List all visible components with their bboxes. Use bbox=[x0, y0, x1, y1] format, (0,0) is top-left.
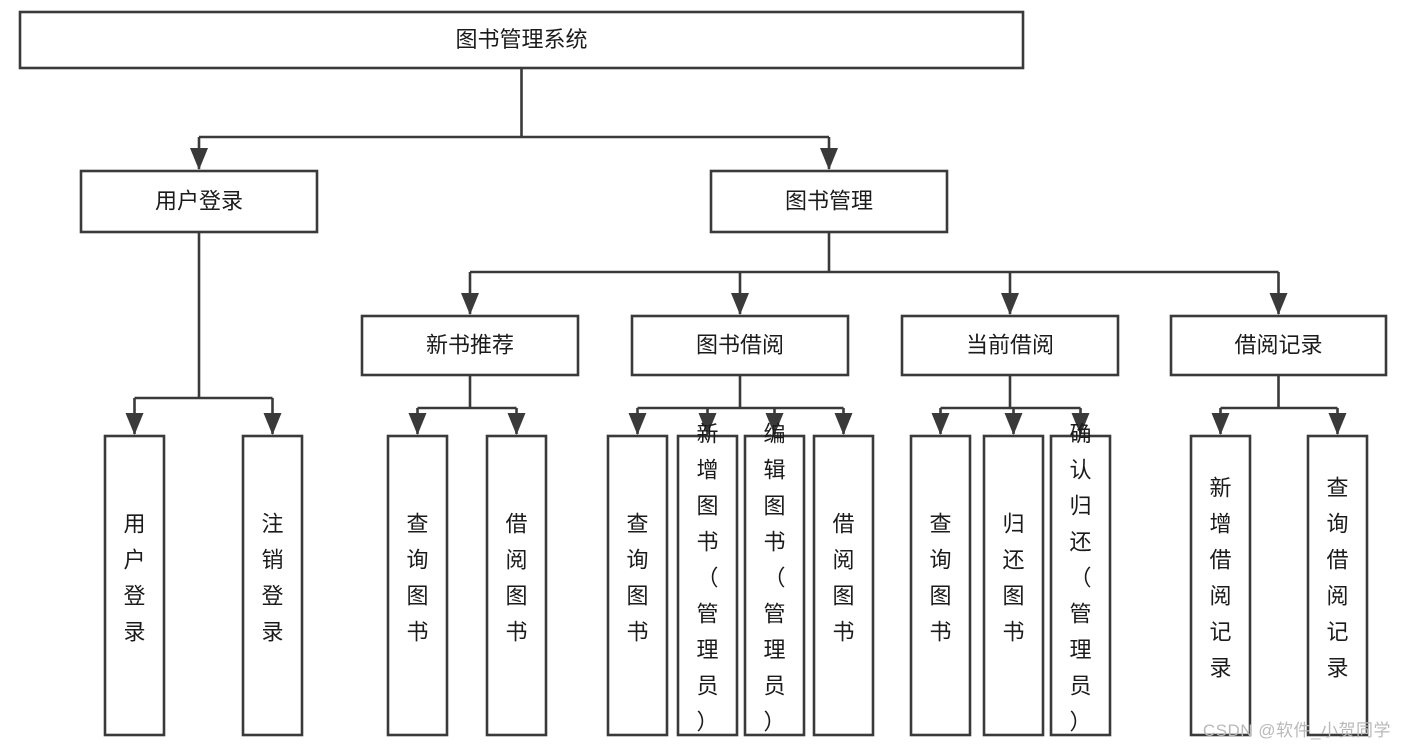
node-leaf-4[interactable]: 查询图书 bbox=[606, 434, 669, 737]
arrow-head-icon bbox=[1328, 413, 1347, 435]
node-label: 新书推荐 bbox=[426, 332, 514, 357]
node-box[interactable] bbox=[606, 434, 669, 737]
node-label: 用户登录 bbox=[123, 512, 145, 645]
node-leaf-0[interactable]: 用户登录 bbox=[103, 434, 166, 737]
node-leaf-2[interactable]: 查询图书 bbox=[386, 434, 449, 737]
node-box[interactable] bbox=[386, 434, 449, 737]
node-leaf-11[interactable]: 新增借阅记录 bbox=[1189, 434, 1252, 737]
node-l3-2[interactable]: 当前借阅 bbox=[900, 314, 1120, 377]
node-box[interactable] bbox=[18, 10, 1025, 70]
node-label: 借阅图书 bbox=[505, 512, 527, 645]
arrow-head-icon bbox=[1269, 293, 1288, 315]
node-box[interactable] bbox=[103, 434, 166, 737]
node-label: 注销登录 bbox=[261, 512, 283, 645]
node-box[interactable] bbox=[485, 434, 548, 737]
node-label: 图书管理 bbox=[785, 188, 873, 213]
node-l3-0[interactable]: 新书推荐 bbox=[360, 314, 580, 377]
arrow-head-icon bbox=[263, 413, 282, 435]
arrow-head-icon bbox=[765, 413, 784, 435]
node-label: 借阅记录 bbox=[1234, 332, 1322, 357]
node-label: 借阅图书 bbox=[832, 512, 854, 645]
arrow-head-icon bbox=[731, 293, 749, 315]
node-leaf-7[interactable]: 借阅图书 bbox=[812, 434, 875, 737]
node-label: 新增图书（管理员） bbox=[696, 422, 718, 735]
node-l2-0[interactable]: 用户登录 bbox=[79, 169, 319, 234]
node-l2-1[interactable]: 图书管理 bbox=[709, 169, 949, 234]
node-box[interactable] bbox=[630, 314, 850, 377]
node-l3-3[interactable]: 借阅记录 bbox=[1169, 314, 1388, 377]
node-label: 归还图书 bbox=[1002, 512, 1024, 645]
node-box[interactable] bbox=[812, 434, 875, 737]
node-label: 编辑图书（管理员） bbox=[763, 422, 785, 735]
node-box[interactable] bbox=[982, 434, 1045, 737]
node-box[interactable] bbox=[1049, 434, 1112, 737]
arrow-head-icon bbox=[834, 413, 853, 435]
csdn-watermark: CSDN @软件_小贺同学 bbox=[1202, 721, 1391, 740]
node-leaf-5[interactable]: 新增图书（管理员） bbox=[676, 422, 739, 737]
arrow-head-icon bbox=[628, 413, 647, 435]
node-box[interactable] bbox=[241, 434, 304, 737]
node-box[interactable] bbox=[1169, 314, 1388, 377]
node-box[interactable] bbox=[79, 169, 319, 234]
node-leaf-10[interactable]: 确认归还（管理员） bbox=[1049, 422, 1112, 737]
connectors-layer bbox=[125, 68, 1347, 435]
arrow-head-icon bbox=[820, 148, 838, 170]
arrow-head-icon bbox=[461, 293, 479, 315]
node-leaf-8[interactable]: 查询图书 bbox=[909, 434, 972, 737]
node-box[interactable] bbox=[709, 169, 949, 234]
node-leaf-6[interactable]: 编辑图书（管理员） bbox=[743, 422, 806, 737]
arrow-head-icon bbox=[1004, 413, 1023, 435]
node-box[interactable] bbox=[909, 434, 972, 737]
node-leaf-3[interactable]: 借阅图书 bbox=[485, 434, 548, 737]
node-label: 查询图书 bbox=[929, 512, 951, 645]
node-label: 图书借阅 bbox=[696, 332, 784, 357]
arrow-head-icon bbox=[1211, 413, 1230, 435]
node-box[interactable] bbox=[743, 434, 806, 737]
arrow-head-icon bbox=[698, 413, 717, 435]
node-leaf-12[interactable]: 查询借阅记录 bbox=[1306, 434, 1369, 737]
node-box[interactable] bbox=[676, 434, 739, 737]
node-leaf-9[interactable]: 归还图书 bbox=[982, 434, 1045, 737]
node-leaf-1[interactable]: 注销登录 bbox=[241, 434, 304, 737]
arrow-head-icon bbox=[1071, 413, 1090, 435]
arrow-head-icon bbox=[931, 413, 950, 435]
node-label: 查询借阅记录 bbox=[1326, 476, 1348, 681]
arrow-head-icon bbox=[408, 413, 427, 435]
arrow-head-icon bbox=[507, 413, 526, 435]
node-label: 查询图书 bbox=[406, 512, 428, 645]
arrow-head-icon bbox=[1001, 293, 1019, 315]
node-root-0[interactable]: 图书管理系统 bbox=[18, 10, 1025, 70]
node-box[interactable] bbox=[900, 314, 1120, 377]
node-box[interactable] bbox=[360, 314, 580, 377]
node-box[interactable] bbox=[1306, 434, 1369, 737]
node-label: 查询图书 bbox=[626, 512, 648, 645]
node-label: 新增借阅记录 bbox=[1209, 476, 1231, 681]
node-label: 当前借阅 bbox=[966, 332, 1054, 357]
node-label: 确认归还（管理员） bbox=[1069, 422, 1091, 735]
node-l3-1[interactable]: 图书借阅 bbox=[630, 314, 850, 377]
arrow-head-icon bbox=[125, 413, 144, 435]
node-label: 用户登录 bbox=[155, 188, 243, 213]
nodes-layer: 图书管理系统用户登录图书管理新书推荐图书借阅当前借阅借阅记录用户登录注销登录查询… bbox=[18, 10, 1388, 737]
node-label: 图书管理系统 bbox=[455, 27, 587, 52]
arrow-head-icon bbox=[190, 148, 208, 170]
node-box[interactable] bbox=[1189, 434, 1252, 737]
